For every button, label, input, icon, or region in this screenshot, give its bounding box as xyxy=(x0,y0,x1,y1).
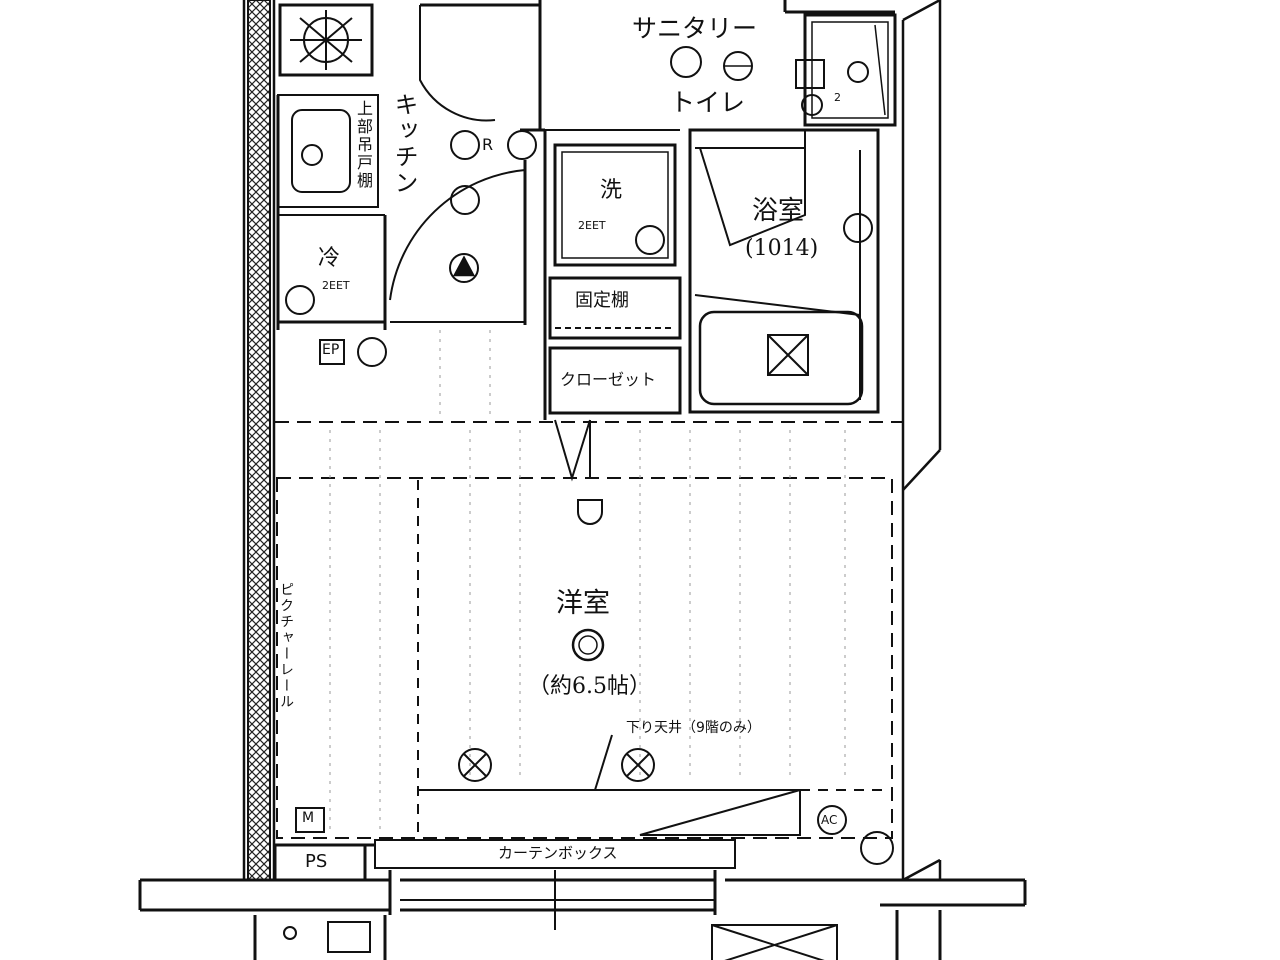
western-room-size-label: （約6.5帖） xyxy=(528,674,651,699)
washer-outlet-label: 2EET xyxy=(578,219,606,232)
washer-space xyxy=(553,143,677,267)
room-dashed-area xyxy=(276,477,893,839)
outlet-count-label: 2 xyxy=(834,91,841,104)
bathroom-size-label: (1014) xyxy=(745,236,819,261)
bathroom-label: 浴室 xyxy=(752,196,805,226)
down-light-left xyxy=(458,748,492,782)
western-room-label: 洋室 xyxy=(556,588,610,619)
fridge-outlet-label: 2EET xyxy=(322,279,350,292)
closet-label: クローゼット xyxy=(560,370,657,389)
ac-label: AC xyxy=(821,813,838,827)
stove xyxy=(278,3,374,77)
sanitary-label: サニタリー xyxy=(632,14,758,43)
toilet-fixture xyxy=(803,13,897,127)
kitchen-label: キッチン xyxy=(390,92,418,196)
eps-label: EP xyxy=(322,342,340,358)
closet xyxy=(548,346,682,415)
fixed-shelf xyxy=(548,276,682,340)
curtain-box xyxy=(374,839,736,869)
lowered-ceiling-label: 下り天井（9階のみ） xyxy=(626,720,761,736)
picture-rail-label: ピクチャーレール xyxy=(278,582,294,710)
toilet-label: トイレ xyxy=(670,88,746,117)
bathroom xyxy=(688,128,880,414)
ps-label: PS xyxy=(305,851,328,872)
upper-cabinet-label: 上部吊戸棚 xyxy=(354,100,373,190)
bathtub xyxy=(698,310,864,406)
curtain-box-label: カーテンボックス xyxy=(498,844,618,862)
sink xyxy=(291,109,351,193)
down-light-right xyxy=(621,748,655,782)
ceiling-light xyxy=(571,628,605,662)
outdoor-unit xyxy=(711,924,838,960)
left-exterior-wall xyxy=(247,0,271,881)
range-mark-label: R xyxy=(482,135,494,154)
fixed-shelf-label: 固定棚 xyxy=(575,290,629,311)
washer-label: 洗 xyxy=(600,178,623,203)
fridge-label: 冷 xyxy=(318,246,341,271)
meter-label: M xyxy=(302,810,315,826)
